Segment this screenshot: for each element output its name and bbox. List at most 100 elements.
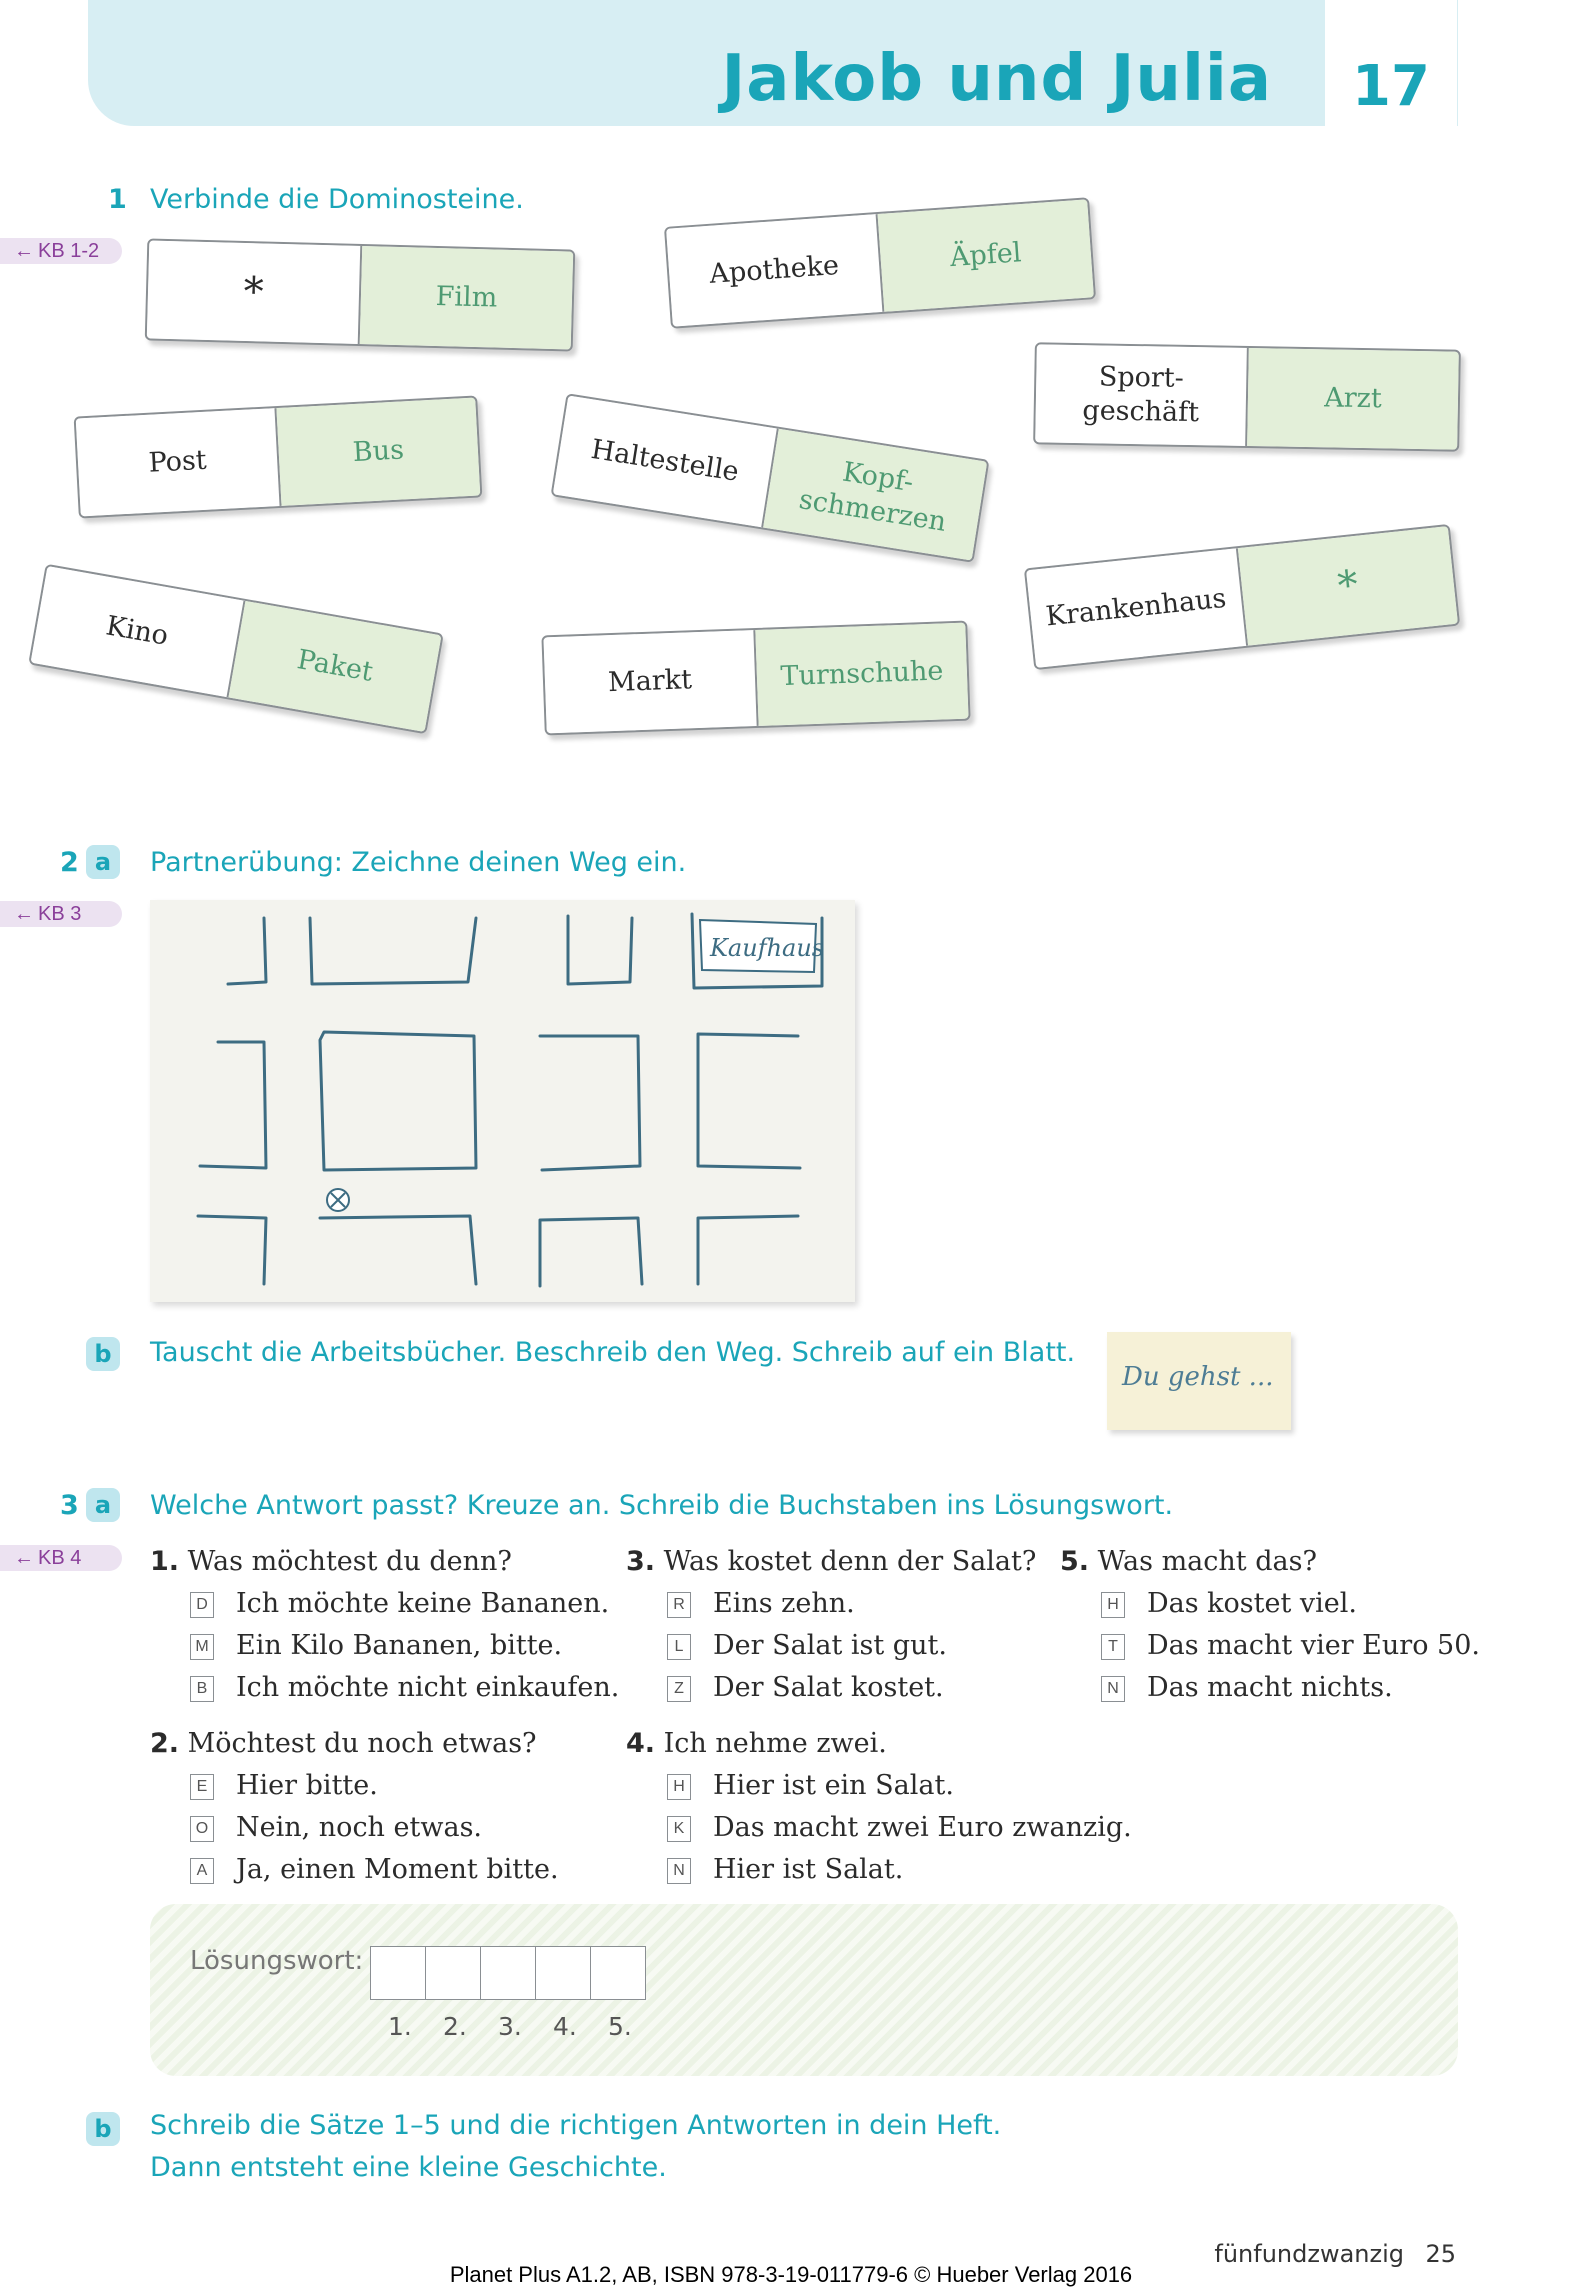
- option-3-l: Der Salat ist gut.: [713, 1630, 947, 1661]
- exercise-1-number: 1: [108, 184, 127, 215]
- domino-4-left: Post: [75, 408, 282, 517]
- kb-reference-3[interactable]: ←KB 3: [0, 901, 122, 927]
- domino-4[interactable]: Post Bus: [73, 395, 483, 519]
- solution-box-2[interactable]: [425, 1946, 481, 2000]
- checkbox-3-z[interactable]: Z: [667, 1676, 691, 1702]
- question-2: 2. Möchtest du noch etwas?: [150, 1728, 537, 1759]
- domino-7-left: Markt: [543, 629, 759, 734]
- option-2-e: Hier bitte.: [236, 1770, 378, 1801]
- option-4-k: Das macht zwei Euro zwanzig.: [713, 1812, 1132, 1843]
- option-1-d: Ich möchte keine Bananen.: [236, 1588, 610, 1619]
- arrow-left-icon: ←: [14, 1547, 34, 1569]
- checkbox-1-m[interactable]: M: [190, 1634, 214, 1660]
- solution-number-5: 5.: [608, 2012, 632, 2041]
- domino-1[interactable]: * Film: [144, 238, 576, 352]
- solution-number-4: 4.: [553, 2012, 577, 2041]
- question-5: 5. Was macht das?: [1060, 1546, 1317, 1577]
- chapter-box: [1325, 0, 1457, 126]
- question-3: 3. Was kostet denn der Salat?: [626, 1546, 1037, 1577]
- sticky-note-text: Du gehst ...: [1122, 1362, 1274, 1392]
- exercise-2b-letter: b: [86, 1337, 120, 1371]
- checkbox-1-d[interactable]: D: [190, 1592, 214, 1618]
- domino-6[interactable]: Kino Paket: [28, 563, 444, 735]
- exercise-2b-instruction: Tauscht die Arbeitsbücher. Beschreib den…: [150, 1337, 1076, 1368]
- option-2-a: Ja, einen Moment bitte.: [236, 1854, 559, 1885]
- checkbox-2-o[interactable]: O: [190, 1816, 214, 1842]
- checkbox-4-h[interactable]: H: [667, 1774, 691, 1800]
- domino-4-right: Bus: [276, 397, 481, 506]
- street-map-drawing: [196, 912, 824, 1288]
- arrow-left-icon: ←: [14, 903, 34, 925]
- header-band: [88, 0, 1458, 126]
- domino-1-right: Film: [359, 246, 574, 350]
- arrow-left-icon: ←: [14, 240, 34, 262]
- exercise-3b-line-1: Schreib die Sätze 1–5 und die richtigen …: [150, 2110, 1002, 2141]
- checkbox-2-e[interactable]: E: [190, 1774, 214, 1800]
- solution-box-3[interactable]: [480, 1946, 536, 2000]
- page-title: Jakob und Julia: [721, 42, 1272, 116]
- page-number: 25: [1425, 2240, 1456, 2268]
- checkbox-4-n[interactable]: N: [667, 1858, 691, 1884]
- exercise-3b-line-2: Dann entsteht eine kleine Geschichte.: [150, 2152, 667, 2183]
- checkbox-5-t[interactable]: T: [1101, 1634, 1125, 1660]
- checkbox-3-r[interactable]: R: [667, 1592, 691, 1618]
- option-3-z: Der Salat kostet.: [713, 1672, 944, 1703]
- solution-number-3: 3.: [498, 2012, 522, 2041]
- domino-8-left: Krankenhaus: [1026, 548, 1249, 668]
- domino-5-left: Haltestelle: [552, 395, 779, 528]
- checkbox-3-l[interactable]: L: [667, 1634, 691, 1660]
- start-marker-icon: [320, 1189, 356, 1213]
- option-5-t: Das macht vier Euro 50.: [1147, 1630, 1480, 1661]
- page-number-word: fünfundzwanzig: [1214, 2240, 1404, 2268]
- exercise-2a-letter: a: [86, 845, 120, 879]
- domino-8-right: *: [1237, 526, 1458, 646]
- option-3-r: Eins zehn.: [713, 1588, 855, 1619]
- domino-3[interactable]: Sport- geschäft Arzt: [1033, 342, 1461, 452]
- domino-7-right: Turnschuhe: [755, 622, 969, 726]
- domino-2-right: Äpfel: [877, 199, 1094, 312]
- exercise-1-instruction: Verbinde die Dominosteine.: [150, 184, 524, 215]
- checkbox-5-h[interactable]: H: [1101, 1592, 1125, 1618]
- kb-reference-4[interactable]: ←KB 4: [0, 1545, 122, 1571]
- question-1: 1. Was möchtest du denn?: [150, 1546, 512, 1577]
- solution-box-5[interactable]: [590, 1946, 646, 2000]
- domino-8[interactable]: Krankenhaus *: [1023, 523, 1461, 671]
- chapter-number: 17: [1352, 54, 1430, 119]
- checkbox-5-n[interactable]: N: [1101, 1676, 1125, 1702]
- option-1-m: Ein Kilo Bananen, bitte.: [236, 1630, 563, 1661]
- solution-number-2: 2.: [443, 2012, 467, 2041]
- option-5-n: Das macht nichts.: [1147, 1672, 1393, 1703]
- option-2-o: Nein, noch etwas.: [236, 1812, 483, 1843]
- solution-box-4[interactable]: [535, 1946, 591, 2000]
- solution-box-1[interactable]: [370, 1946, 426, 2000]
- option-1-b: Ich möchte nicht einkaufen.: [236, 1672, 620, 1703]
- sticky-note: [1107, 1332, 1291, 1430]
- domino-5[interactable]: Haltestelle Kopf- schmerzen: [550, 393, 990, 563]
- kb-reference-1[interactable]: ←KB 1-2: [0, 238, 122, 264]
- option-5-h: Das kostet viel.: [1147, 1588, 1358, 1619]
- exercise-3-number: 3: [60, 1490, 79, 1521]
- domino-3-left: Sport- geschäft: [1035, 344, 1249, 447]
- copyright-line: Planet Plus A1.2, AB, ISBN 978-3-19-0117…: [449, 2262, 1133, 2287]
- checkbox-4-k[interactable]: K: [667, 1816, 691, 1842]
- exercise-3b-letter: b: [86, 2112, 120, 2146]
- domino-6-right: Paket: [228, 600, 442, 732]
- domino-5-right: Kopf- schmerzen: [763, 428, 988, 561]
- exercise-3a-instruction: Welche Antwort passt? Kreuze an. Schreib…: [150, 1490, 1174, 1521]
- domino-6-left: Kino: [30, 566, 246, 698]
- solution-panel: [150, 1904, 1458, 2076]
- checkbox-1-b[interactable]: B: [190, 1676, 214, 1702]
- option-4-h: Hier ist ein Salat.: [713, 1770, 954, 1801]
- domino-2-left: Apotheke: [666, 214, 885, 327]
- domino-7[interactable]: Markt Turnschuhe: [541, 620, 971, 736]
- exercise-2-number: 2: [60, 847, 79, 878]
- map-label-kaufhaus: Kaufhaus: [710, 934, 825, 962]
- domino-1-left: *: [146, 240, 363, 345]
- solution-number-1: 1.: [388, 2012, 412, 2041]
- street-map[interactable]: Kaufhaus: [150, 900, 855, 1302]
- solution-label: Lösungswort:: [190, 1946, 364, 1976]
- exercise-2a-instruction: Partnerübung: Zeichne deinen Weg ein.: [150, 847, 687, 878]
- exercise-3a-letter: a: [86, 1488, 120, 1522]
- domino-2[interactable]: Apotheke Äpfel: [663, 197, 1097, 329]
- checkbox-2-a[interactable]: A: [190, 1858, 214, 1884]
